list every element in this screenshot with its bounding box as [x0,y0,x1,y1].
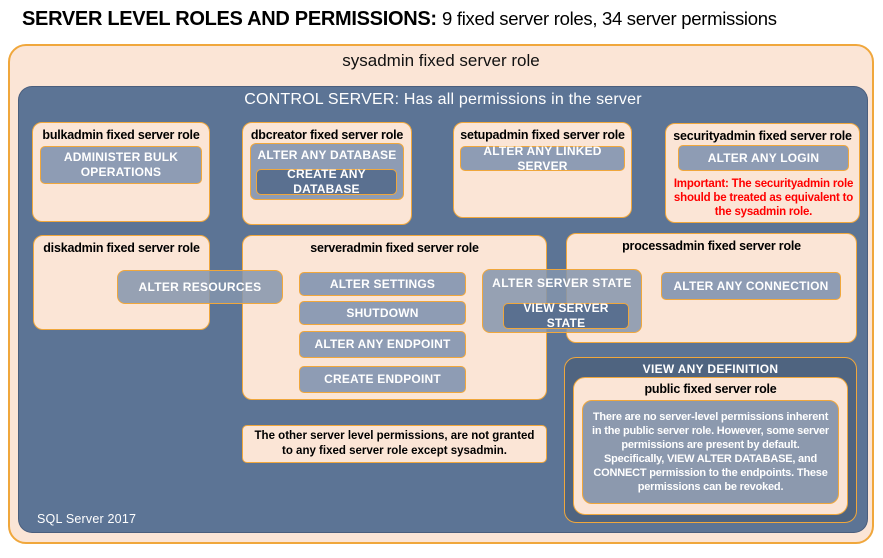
permission-alter-any-database: ALTER ANY DATABASE CREATE ANY DATABASE [250,143,404,200]
permission-alter-any-connection: ALTER ANY CONNECTION [661,272,841,300]
serveradmin-role-box: serveradmin fixed server role ALTER SETT… [242,235,547,400]
bulkadmin-role-title: bulkadmin fixed server role [42,128,200,142]
diskadmin-role-title: diskadmin fixed server role [43,241,200,255]
view-any-definition-box: VIEW ANY DEFINITION public fixed server … [564,357,857,523]
permission-alter-resources-label: ALTER RESOURCES [138,280,262,294]
permission-alter-settings: ALTER SETTINGS [299,272,466,296]
setupadmin-role-box: setupadmin fixed server role ALTER ANY L… [453,122,632,218]
permission-view-server-state: VIEW SERVER STATE [503,301,629,330]
securityadmin-warning-text: Important: The securityadmin role should… [673,178,854,218]
permission-alter-any-login: ALTER ANY LOGIN [678,145,849,171]
setupadmin-role-title: setupadmin fixed server role [460,128,625,142]
permission-alter-server-state-label: ALTER SERVER STATE [492,276,632,290]
permission-alter-resources: ALTER RESOURCES [117,270,283,304]
serveradmin-role-title: serveradmin fixed server role [310,241,479,255]
sysadmin-role-label: sysadmin fixed server role [342,51,540,70]
slide-footer-label: SQL Server 2017 [37,512,137,526]
page-title: SERVER LEVEL ROLES AND PERMISSIONS: 9 fi… [22,8,862,31]
dbcreator-role-title: dbcreator fixed server role [250,128,404,142]
permission-create-any-database: CREATE ANY DATABASE [256,167,397,196]
processadmin-role-title: processadmin fixed server role [622,239,801,253]
permission-administer-bulk-operations: ADMINISTER BULK OPERATIONS [40,146,202,184]
dbcreator-role-box: dbcreator fixed server role ALTER ANY DA… [242,122,412,225]
view-any-definition-label: VIEW ANY DEFINITION [642,362,779,376]
permission-alter-any-database-label: ALTER ANY DATABASE [257,148,397,162]
control-server-label: CONTROL SERVER: Has all permissions in t… [244,91,642,108]
permission-alter-server-state: ALTER SERVER STATE VIEW SERVER STATE [482,269,642,333]
securityadmin-role-box: securityadmin fixed server role ALTER AN… [665,123,860,223]
public-role-title: public fixed server role [644,382,777,396]
permission-shutdown: SHUTDOWN [299,301,466,325]
page-title-subtitle: 9 fixed server roles, 34 server permissi… [442,8,777,29]
bulkadmin-role-box: bulkadmin fixed server role ADMINISTER B… [32,122,210,222]
public-role-box: public fixed server role There are no se… [573,377,848,515]
public-role-description: There are no server-level permissions in… [582,400,839,504]
permission-create-endpoint: CREATE ENDPOINT [299,366,466,393]
permission-alter-any-endpoint: ALTER ANY ENDPOINT [299,331,466,358]
other-permissions-note: The other server level permissions, are … [242,425,547,463]
securityadmin-role-title: securityadmin fixed server role [673,129,852,143]
permission-alter-any-linked-server: ALTER ANY LINKED SERVER [460,144,625,173]
page-title-main: SERVER LEVEL ROLES AND PERMISSIONS: [22,8,437,30]
